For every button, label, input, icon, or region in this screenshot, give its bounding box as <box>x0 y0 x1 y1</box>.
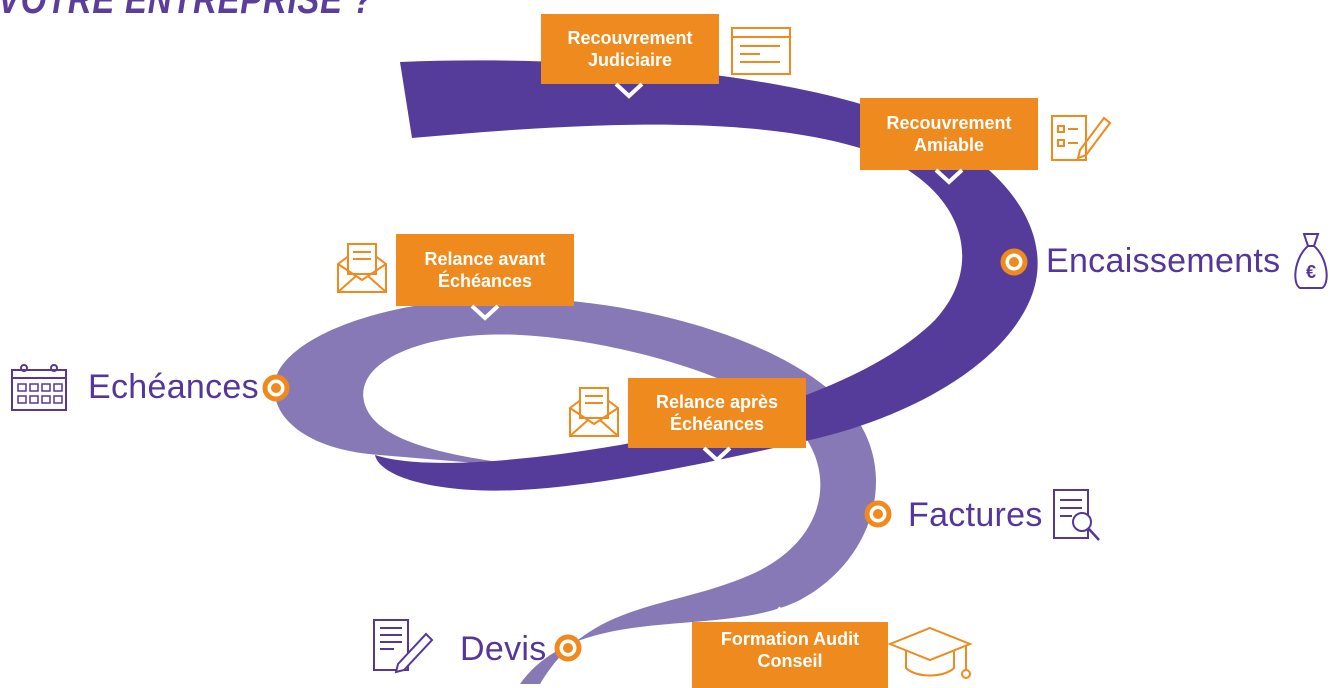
invoice-search-icon <box>1053 489 1100 541</box>
service-line: Judiciaire <box>587 50 673 70</box>
notch-icon <box>702 446 732 463</box>
service-line: Échéances <box>669 414 765 434</box>
milestone-dot <box>1000 248 1028 276</box>
calendar-icon <box>11 364 67 411</box>
service-recouvrement-judiciaire: Recouvrement Judiciaire <box>541 14 719 84</box>
notch-icon <box>934 168 964 185</box>
service-line: Conseil <box>757 651 823 671</box>
service-relance-apres: Relance après Échéances <box>628 378 806 448</box>
document-pen-icon <box>373 619 434 674</box>
notch-icon <box>614 82 644 99</box>
milestone-devis: Devis <box>460 630 547 668</box>
service-line: Échéances <box>437 271 533 291</box>
notch-icon <box>776 606 806 623</box>
service-recouvrement-amiable: Recouvrement Amiable <box>860 98 1038 170</box>
service-line: Formation Audit <box>720 629 860 649</box>
envelope-letter-icon <box>569 387 619 437</box>
checklist-pen-icon <box>1051 115 1112 161</box>
milestone-dot <box>554 634 582 662</box>
spiral-band-upper <box>375 60 1038 491</box>
service-formation-audit-conseil: Formation Audit Conseil <box>692 622 888 688</box>
milestone-dot <box>262 374 290 402</box>
envelope-letter-icon <box>337 243 387 293</box>
service-line: Recouvrement <box>567 28 693 48</box>
milestone-echeances: Echéances <box>88 368 259 406</box>
graduation-cap-icon <box>887 626 973 679</box>
service-line: Recouvrement <box>886 113 1012 133</box>
money-bag-icon: € <box>1294 233 1328 289</box>
svg-text:€: € <box>1306 262 1316 282</box>
spiral-band-lower <box>274 297 877 684</box>
milestone-dot <box>864 500 892 528</box>
notch-icon <box>470 304 500 321</box>
milestone-encaissements: Encaissements <box>1046 242 1281 280</box>
page-title: VOTRE ENTREPRISE ? <box>0 0 374 22</box>
service-line: Relance avant <box>424 249 546 269</box>
service-line: Amiable <box>913 135 984 155</box>
milestone-factures: Factures <box>908 496 1043 534</box>
service-line: Relance après <box>655 392 779 412</box>
document-window-icon <box>731 27 791 75</box>
service-relance-avant: Relance avant Échéances <box>396 234 574 306</box>
